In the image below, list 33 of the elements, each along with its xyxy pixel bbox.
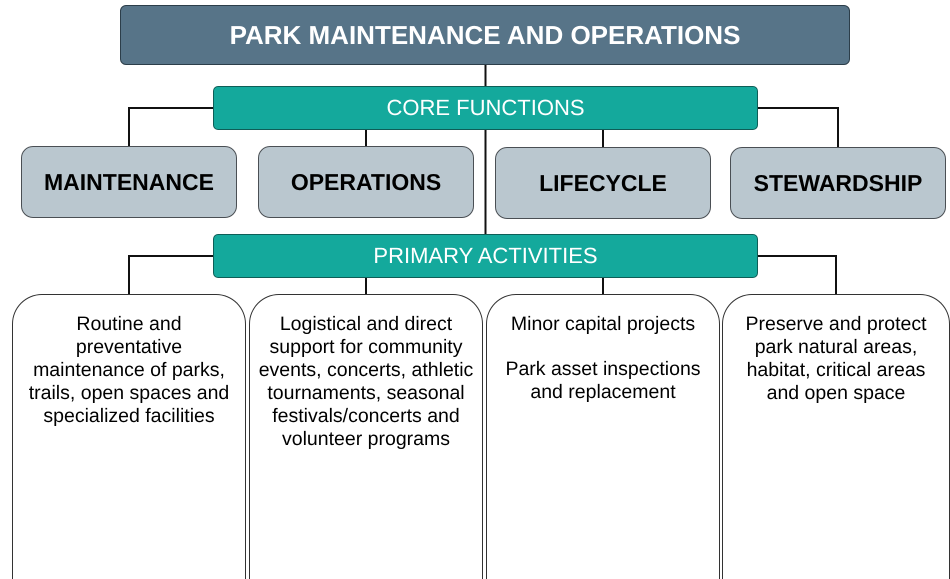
activity-description: Routine and preventative maintenance of parks, trails, open spaces and specialized facilities bbox=[28, 313, 230, 428]
connector-line bbox=[758, 107, 839, 147]
connector-line bbox=[128, 255, 213, 294]
connector-line bbox=[128, 107, 213, 146]
function-box bbox=[495, 147, 711, 219]
title-banner bbox=[120, 5, 850, 65]
activity-description: Logistical and direct support for community events, concerts, athletic tournaments, seasonal festivals/concerts and volunteer programs bbox=[258, 313, 474, 451]
function-label: MAINTENANCE bbox=[44, 168, 214, 196]
connector-line bbox=[365, 278, 367, 294]
function-box bbox=[258, 146, 474, 218]
connector-line bbox=[602, 130, 604, 147]
connector-line bbox=[758, 255, 837, 294]
connector-line bbox=[365, 130, 367, 146]
function-label: STEWARDSHIP bbox=[754, 170, 922, 196]
section-bar bbox=[213, 86, 758, 130]
section-heading: PRIMARY ACTIVITIES bbox=[373, 243, 598, 269]
function-box bbox=[21, 146, 237, 218]
activity-description: Park asset inspections and replacement bbox=[504, 358, 702, 404]
activity-description: Preserve and protect park natural areas, habitat, critical areas and open space bbox=[744, 313, 928, 405]
connector-line bbox=[602, 278, 604, 294]
activity-description: Minor capital projects bbox=[510, 313, 696, 336]
section-bar bbox=[213, 234, 758, 278]
activity-card bbox=[722, 294, 950, 579]
function-box bbox=[730, 147, 946, 219]
section-heading: CORE FUNCTIONS bbox=[386, 95, 584, 121]
connector-line bbox=[484, 130, 486, 234]
title-text: PARK MAINTENANCE AND OPERATIONS bbox=[230, 20, 740, 50]
activity-card bbox=[486, 294, 720, 579]
function-label: LIFECYCLE bbox=[539, 170, 667, 196]
activity-card bbox=[249, 294, 483, 579]
activity-card bbox=[12, 294, 246, 579]
connector-line bbox=[484, 65, 486, 86]
function-label: OPERATIONS bbox=[290, 168, 442, 196]
